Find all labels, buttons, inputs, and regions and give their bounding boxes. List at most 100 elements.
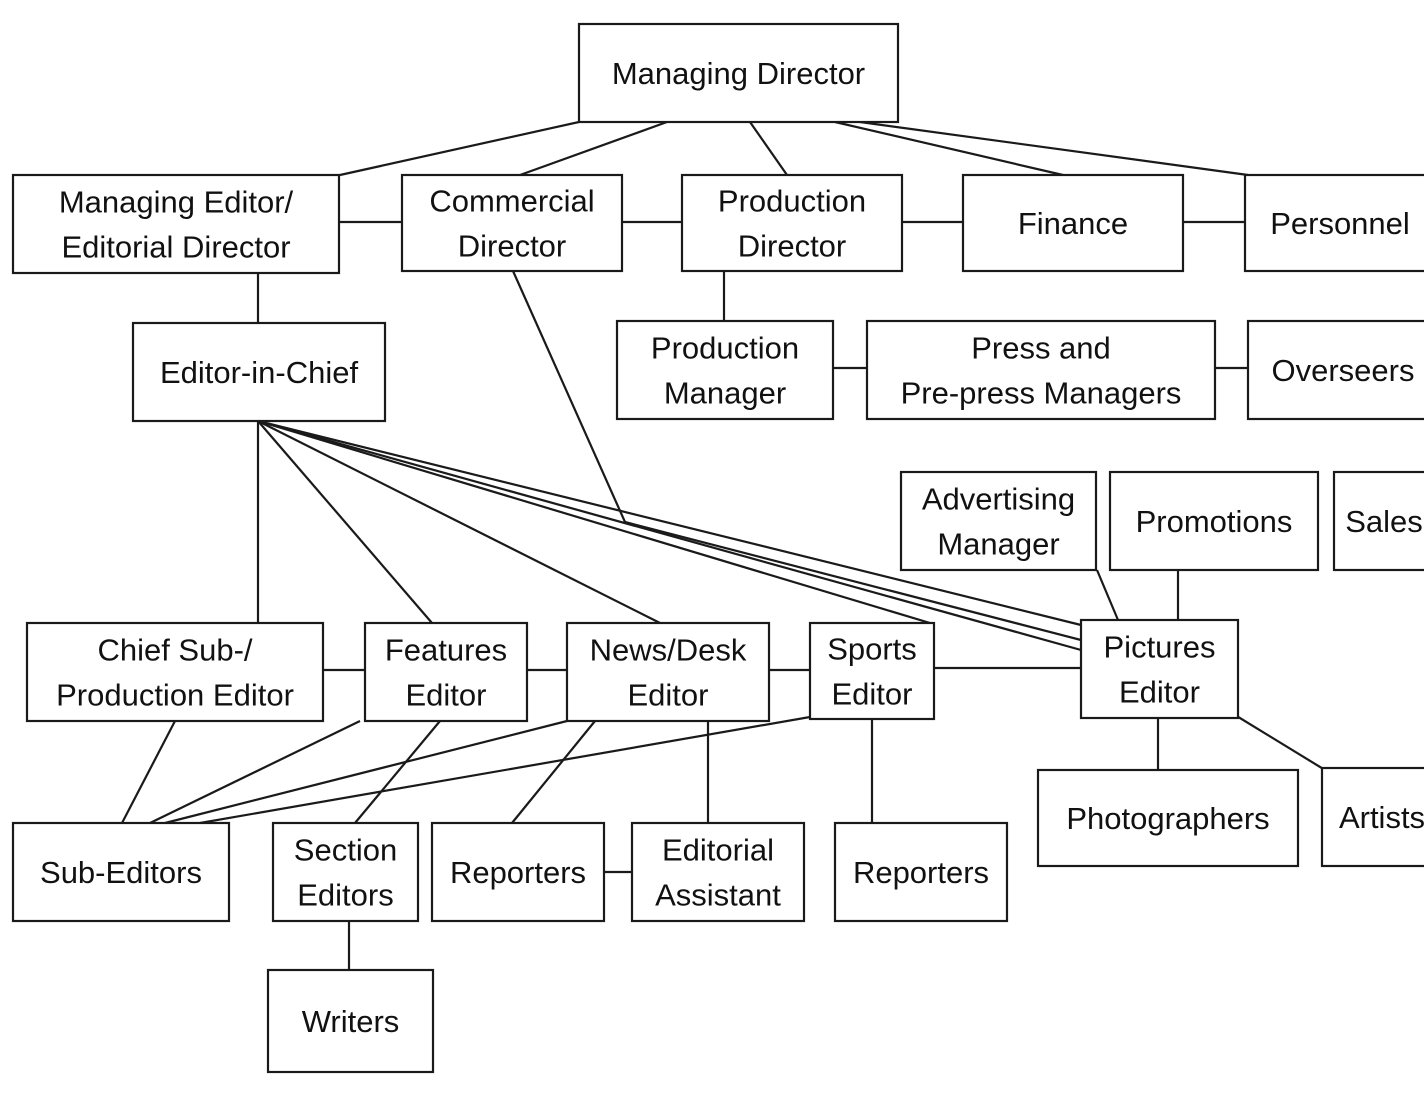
node-label: Managing Editor/ (59, 185, 294, 220)
node-artists: Artists (1320, 766, 1424, 868)
node-label: Section (294, 833, 397, 868)
node-writers: Writers (266, 968, 435, 1074)
node-box (630, 821, 806, 923)
connector-line (339, 120, 580, 177)
node-label: Assistant (655, 878, 781, 913)
node-box (1246, 319, 1424, 421)
node-box (577, 22, 900, 124)
node-label: Editor-in-Chief (160, 355, 359, 390)
connector-line (257, 419, 931, 625)
node-box (808, 621, 936, 721)
connector-line (257, 420, 661, 624)
node-label: Advertising (922, 482, 1075, 517)
node-overseers: Overseers (1246, 319, 1424, 421)
node-label: Managing Director (612, 56, 865, 91)
connector-line (834, 120, 1064, 177)
node-label: Press and (971, 331, 1111, 366)
connector-line (511, 270, 627, 523)
node-label: Sub-Editors (40, 855, 202, 890)
node-label: Sports (827, 632, 917, 667)
node-box (961, 173, 1185, 273)
node-box (131, 321, 387, 423)
node-label: Manager (664, 376, 786, 411)
node-label: Director (738, 229, 847, 264)
node-label: Editor (628, 678, 709, 713)
connector-lines (121, 120, 1326, 970)
node-box (1108, 470, 1320, 572)
node-box (565, 621, 771, 723)
node-label: Sales (1345, 504, 1423, 539)
node-box (1243, 173, 1424, 273)
node-box (430, 821, 606, 923)
node-label: Editor (832, 677, 913, 712)
node-label: Pictures (1104, 630, 1216, 665)
node-box (25, 621, 325, 723)
connector-line (624, 520, 1082, 642)
node-personnel: Personnel (1243, 173, 1424, 273)
node-label: Production (718, 184, 866, 219)
connector-line (749, 121, 788, 176)
node-finance: Finance (961, 173, 1185, 273)
node-chief-sub: Chief Sub-/Production Editor (25, 621, 325, 723)
node-label: Writers (302, 1004, 400, 1039)
node-label: Editors (297, 878, 393, 913)
node-box (363, 621, 529, 723)
node-label: Finance (1018, 206, 1128, 241)
connector-line (257, 419, 1082, 652)
node-label: Photographers (1066, 801, 1269, 836)
node-box (865, 319, 1217, 421)
node-box (899, 470, 1098, 572)
node-managing-director: Managing Director (577, 22, 900, 124)
node-label: Commercial (429, 184, 594, 219)
node-reporters-news: Reporters (430, 821, 606, 923)
node-box (1079, 618, 1240, 720)
node-label: Editorial Director (61, 230, 290, 265)
node-box (1320, 766, 1424, 868)
connector-line (1095, 569, 1120, 621)
node-box (680, 173, 904, 273)
node-box (1332, 470, 1424, 572)
node-box (1036, 768, 1300, 868)
node-editor-in-chief: Editor-in-Chief (131, 321, 387, 423)
node-label: Manager (937, 527, 1059, 562)
node-label: News/Desk (590, 633, 747, 668)
connector-line (199, 715, 811, 825)
connector-line (511, 720, 596, 824)
connector-line (859, 120, 1249, 177)
node-box (833, 821, 1009, 923)
node-photographers: Photographers (1036, 768, 1300, 868)
node-sales: Sales (1332, 470, 1424, 572)
node-label: Reporters (450, 855, 586, 890)
node-label: Director (458, 229, 567, 264)
connector-line (149, 720, 361, 824)
node-label: Reporters (853, 855, 989, 890)
node-label: Personnel (1270, 206, 1410, 241)
node-label: Editor (406, 678, 487, 713)
node-box (266, 968, 435, 1074)
node-label: Promotions (1136, 504, 1293, 539)
node-box (400, 173, 624, 273)
node-managing-editor: Managing Editor/Editorial Director (11, 173, 341, 275)
connector-line (354, 720, 441, 824)
connector-line (1234, 714, 1326, 771)
node-label: Features (385, 633, 507, 668)
connector-line (519, 120, 668, 177)
node-box (615, 319, 835, 421)
node-box (11, 173, 341, 275)
node-label: Pre-press Managers (901, 376, 1182, 411)
node-label: Production Editor (56, 678, 294, 713)
node-label: Production (651, 331, 799, 366)
connector-line (257, 419, 1082, 627)
node-reporters-sports: Reporters (833, 821, 1009, 923)
